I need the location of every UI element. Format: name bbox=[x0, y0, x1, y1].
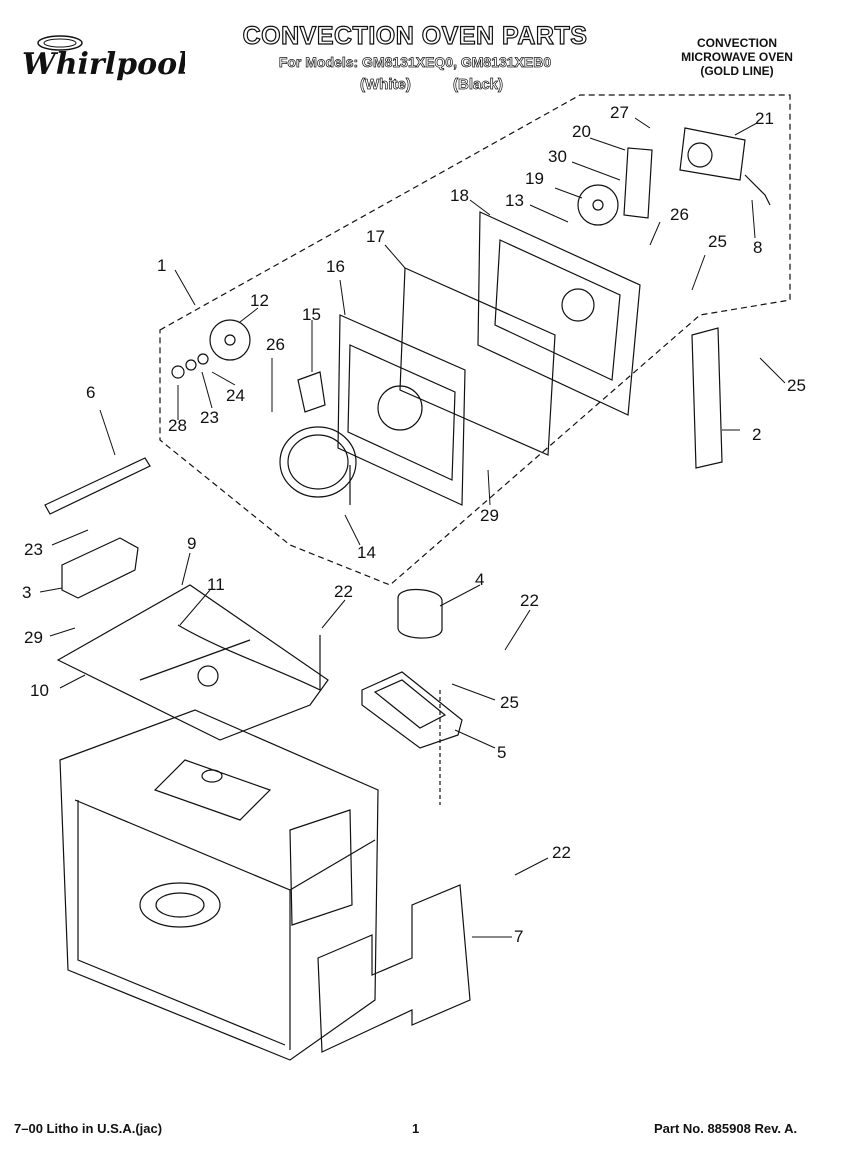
callout-15: 15 bbox=[302, 305, 321, 324]
callout-27: 27 bbox=[610, 103, 629, 122]
variants-line: (White) (Black) bbox=[360, 76, 580, 94]
part-12-fan bbox=[209, 319, 251, 361]
callout-14: 14 bbox=[357, 543, 376, 562]
callout-26b: 26 bbox=[670, 205, 689, 224]
part-7-panel bbox=[317, 884, 471, 1053]
callout-3: 3 bbox=[22, 583, 31, 602]
variant-black: (Black) bbox=[453, 76, 504, 94]
callout-17: 17 bbox=[366, 227, 385, 246]
callout-12: 12 bbox=[250, 291, 269, 310]
brand-name: Whirlpool bbox=[22, 47, 185, 82]
page-number: 1 bbox=[412, 1121, 420, 1136]
callout-1: 1 bbox=[157, 256, 166, 275]
callout-23a: 23 bbox=[24, 540, 43, 559]
part-24-washer bbox=[197, 353, 209, 365]
callout-29b: 29 bbox=[480, 506, 499, 525]
convection-group-outline bbox=[159, 94, 791, 586]
part-10-top-plate bbox=[56, 584, 329, 741]
part-11-harness bbox=[177, 624, 321, 691]
whirlpool-logo: Whirlpool bbox=[20, 30, 189, 86]
callout-9: 9 bbox=[187, 534, 196, 553]
page-title: CONVECTION OVEN PARTS bbox=[242, 21, 588, 50]
callout-10: 10 bbox=[30, 681, 49, 700]
callout-7: 7 bbox=[514, 927, 523, 946]
callout-30: 30 bbox=[548, 147, 567, 166]
callout-6: 6 bbox=[86, 383, 95, 402]
part-19-fan bbox=[577, 184, 619, 226]
callout-4: 4 bbox=[475, 570, 484, 589]
callout-23b: 23 bbox=[200, 408, 219, 427]
callout-8: 8 bbox=[753, 238, 762, 257]
callout-18: 18 bbox=[450, 186, 469, 205]
callout-29a: 29 bbox=[24, 628, 43, 647]
variant-white: (White) bbox=[360, 76, 412, 94]
callout-22a: 22 bbox=[334, 582, 353, 601]
callout-20: 20 bbox=[572, 122, 591, 141]
callout-5: 5 bbox=[497, 743, 506, 762]
part-3-block bbox=[61, 537, 139, 599]
part-16-front-panel bbox=[337, 314, 466, 506]
part-number: Part No. 885908 Rev. A. bbox=[654, 1121, 798, 1136]
callout-2: 2 bbox=[752, 425, 761, 444]
product-line-1: CONVECTION bbox=[696, 36, 777, 50]
callout-19: 19 bbox=[525, 169, 544, 188]
callout-11: 11 bbox=[207, 575, 225, 594]
product-type: CONVECTION MICROWAVE OVEN (GOLD LINE) bbox=[672, 36, 802, 78]
product-line-2: MICROWAVE OVEN bbox=[681, 50, 793, 64]
callout-13: 13 bbox=[505, 191, 524, 210]
callout-16: 16 bbox=[326, 257, 345, 276]
part-28-nut bbox=[171, 365, 185, 379]
callout-21: 21 bbox=[755, 109, 774, 128]
part-14-heating-element bbox=[279, 426, 357, 498]
part-4-component bbox=[397, 588, 443, 639]
callout-25c: 25 bbox=[500, 693, 519, 712]
part-15-bracket bbox=[297, 371, 326, 413]
part-17-panel bbox=[399, 267, 556, 456]
callout-24: 24 bbox=[226, 386, 245, 405]
models-line: For Models: GM8131XEQ0, GM8131XEB0 bbox=[278, 54, 552, 71]
callout-25a: 25 bbox=[708, 232, 727, 251]
callout-22b: 22 bbox=[520, 591, 539, 610]
callout-26a: 26 bbox=[266, 335, 285, 354]
microwave-cabinet bbox=[59, 709, 379, 1061]
footer-print-info: 7–00 Litho in U.S.A.(jac) bbox=[14, 1121, 163, 1136]
part-5-tray bbox=[361, 671, 463, 749]
part-21-motor bbox=[679, 127, 746, 181]
part-6-bar bbox=[44, 457, 151, 515]
part-2-rail bbox=[691, 327, 723, 469]
callout-25b: 25 bbox=[787, 376, 806, 395]
callout-22c: 22 bbox=[552, 843, 571, 862]
part-23-washer bbox=[185, 359, 197, 371]
part-18-rear-panel bbox=[477, 211, 641, 416]
product-line-3: (GOLD LINE) bbox=[700, 64, 774, 78]
part-20-bracket bbox=[623, 147, 653, 219]
callout-28: 28 bbox=[168, 416, 187, 435]
